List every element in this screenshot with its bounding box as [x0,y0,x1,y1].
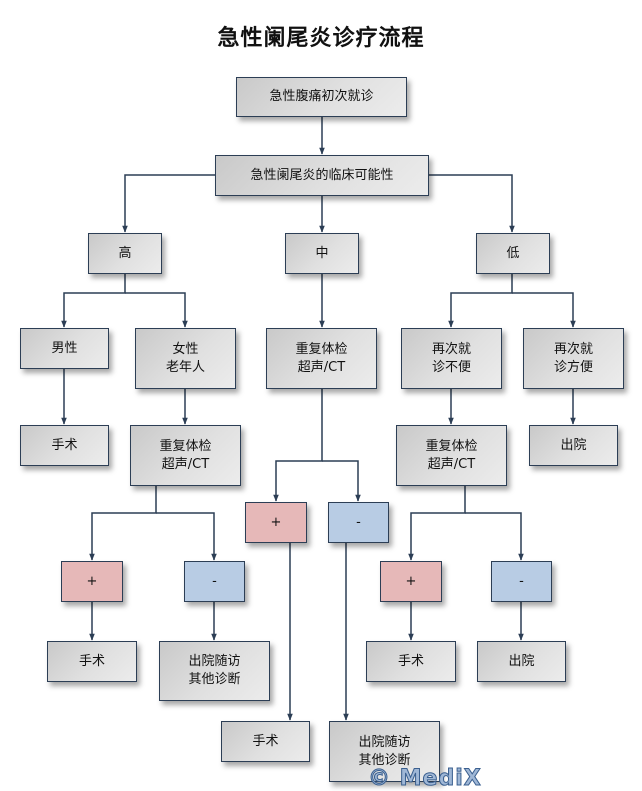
node-mid-negative-followup[interactable]: 出院随访 其他诊断 [329,721,440,782]
node-male[interactable]: 男性 [20,328,109,369]
node-high[interactable]: 高 [88,233,162,274]
node-low-negative-discharge[interactable]: 出院 [477,641,566,682]
edge-midrecheck-pos [273,388,323,502]
edge-likelihood-high [122,174,215,233]
node-low-negative[interactable]: - [491,561,552,602]
edge-high-male [61,273,126,328]
edge-midrecheck-neg [322,460,361,502]
node-high-positive-surgery[interactable]: 手术 [47,641,137,682]
node-mid-recheck[interactable]: 重复体检 超声/CT [266,328,377,389]
edge-highrecheck-neg [156,512,217,561]
edge-low-hard [448,273,513,328]
watermark-logo: © MediX [368,766,482,791]
node-high-negative-followup[interactable]: 出院随访 其他诊断 [159,641,270,701]
node-high-male-surgery[interactable]: 手术 [20,425,109,466]
edge-lowrecheck-neg [465,512,524,561]
node-female-elderly[interactable]: 女性 老年人 [135,328,236,389]
node-high-recheck[interactable]: 重复体检 超声/CT [130,425,241,486]
node-low-revisit-hard[interactable]: 再次就 诊不便 [401,328,502,389]
node-mid[interactable]: 中 [285,233,359,274]
node-high-positive[interactable]: + [61,561,123,602]
node-low-positive[interactable]: + [380,561,442,602]
diagram-title: 急性阑尾炎诊疗流程 [217,26,425,51]
node-mid-positive-surgery[interactable]: 手术 [221,721,310,762]
edge-likelihood-low [428,174,515,233]
node-high-negative[interactable]: - [184,561,245,602]
edge-low-easy [512,292,576,328]
node-low-positive-surgery[interactable]: 手术 [366,641,456,682]
node-low-easy-discharge[interactable]: 出院 [529,425,618,466]
edge-lowrecheck-pos [408,485,466,561]
node-low-revisit-easy[interactable]: 再次就 诊方便 [523,328,624,389]
node-start[interactable]: 急性腹痛初次就诊 [236,77,407,117]
node-low-recheck[interactable]: 重复体检 超声/CT [396,425,507,486]
node-likelihood[interactable]: 急性阑尾炎的临床可能性 [215,155,429,196]
edge-highrecheck-pos [89,485,157,561]
node-mid-positive[interactable]: + [245,502,307,543]
edge-high-female [125,292,188,328]
node-low[interactable]: 低 [476,233,550,274]
node-mid-negative[interactable]: - [328,502,389,543]
